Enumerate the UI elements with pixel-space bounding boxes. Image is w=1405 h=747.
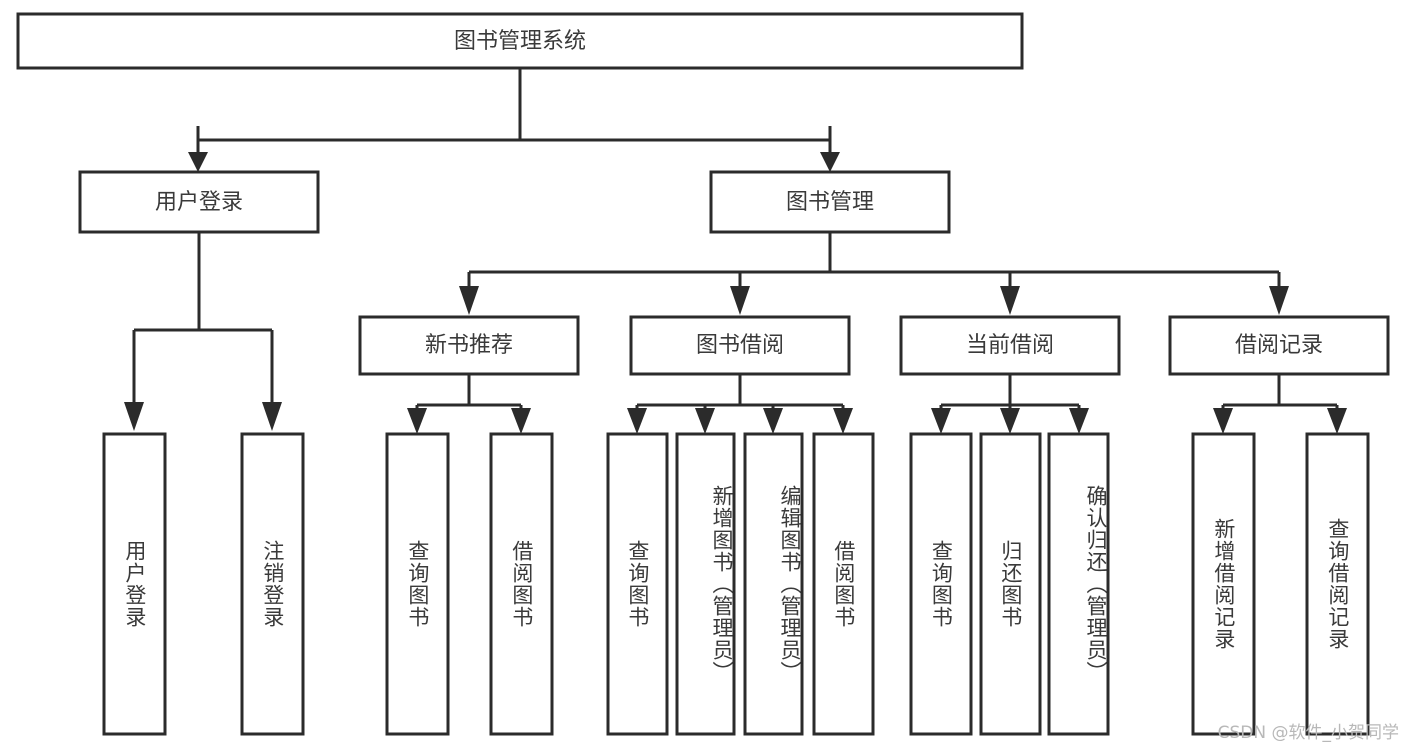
- node-user-login-label: 用户登录: [155, 190, 243, 215]
- arrowhead-leaf-return-book: [1000, 408, 1020, 434]
- arrowhead-leaf-user-login: [124, 402, 144, 431]
- arrowhead-book-borrow: [730, 286, 750, 315]
- leaf-box-query-book-3[interactable]: [909, 432, 973, 736]
- arrowhead-bookmgmt: [820, 152, 840, 172]
- node-current-borrow-label: 当前借阅: [966, 333, 1054, 358]
- leaf-box-borrow-book-2[interactable]: [812, 432, 875, 736]
- leaf-box-logout[interactable]: [240, 432, 305, 736]
- arrowhead-leaf-logout: [262, 402, 282, 431]
- node-borrow-record-label: 借阅记录: [1235, 333, 1323, 358]
- arrowhead-leaf-query-book-1: [407, 408, 427, 434]
- node-root-label: 图书管理系统: [454, 29, 586, 54]
- node-borrow-record-box[interactable]: [1168, 315, 1390, 376]
- leaf-box-return-book[interactable]: [979, 432, 1042, 736]
- arrowhead-leaf-query-book-3: [931, 408, 951, 434]
- arrowhead-leaf-borrow-book-2: [833, 408, 853, 434]
- arrowhead-leaf-edit-book: [763, 408, 783, 434]
- node-book-borrow-label: 图书借阅: [696, 333, 784, 358]
- node-root-box[interactable]: [16, 12, 1024, 70]
- node-book-management-box[interactable]: [709, 170, 951, 234]
- arrowhead-borrow-record: [1269, 286, 1289, 315]
- leaf-box-confirm-return[interactable]: [1047, 432, 1110, 736]
- arrowhead-current-borrow: [1000, 286, 1020, 315]
- leaf-box-user-login[interactable]: [102, 432, 167, 736]
- arrowhead-leaf-confirm-return: [1069, 408, 1089, 434]
- leaf-box-edit-book[interactable]: [743, 432, 804, 736]
- arrowhead-leaf-add-book: [695, 408, 715, 434]
- arrowhead-leaf-query-record: [1327, 408, 1347, 434]
- arrowhead-userlogin: [188, 152, 208, 172]
- node-book-borrow-box[interactable]: [629, 315, 851, 376]
- leaf-box-query-book-1[interactable]: [385, 432, 450, 736]
- leaf-box-borrow-book-1[interactable]: [489, 432, 554, 736]
- node-new-book-recommend-box[interactable]: [358, 315, 580, 376]
- arrowhead-leaf-borrow-book-1: [511, 408, 531, 434]
- leaf-box-query-record[interactable]: [1305, 432, 1370, 736]
- node-book-management-label: 图书管理: [786, 190, 874, 215]
- watermark-text: CSDN @软件_小贺同学: [1217, 723, 1399, 743]
- leaf-box-add-record[interactable]: [1191, 432, 1256, 736]
- leaf-box-query-book-2[interactable]: [606, 432, 669, 736]
- node-user-login-box[interactable]: [78, 170, 320, 234]
- arrowhead-new-book-recommend: [459, 286, 479, 315]
- node-new-book-recommend-label: 新书推荐: [425, 333, 513, 358]
- arrowhead-leaf-add-record: [1213, 408, 1233, 434]
- leaf-box-add-book[interactable]: [675, 432, 736, 736]
- node-current-borrow-box[interactable]: [899, 315, 1121, 376]
- arrowhead-leaf-query-book-2: [627, 408, 647, 434]
